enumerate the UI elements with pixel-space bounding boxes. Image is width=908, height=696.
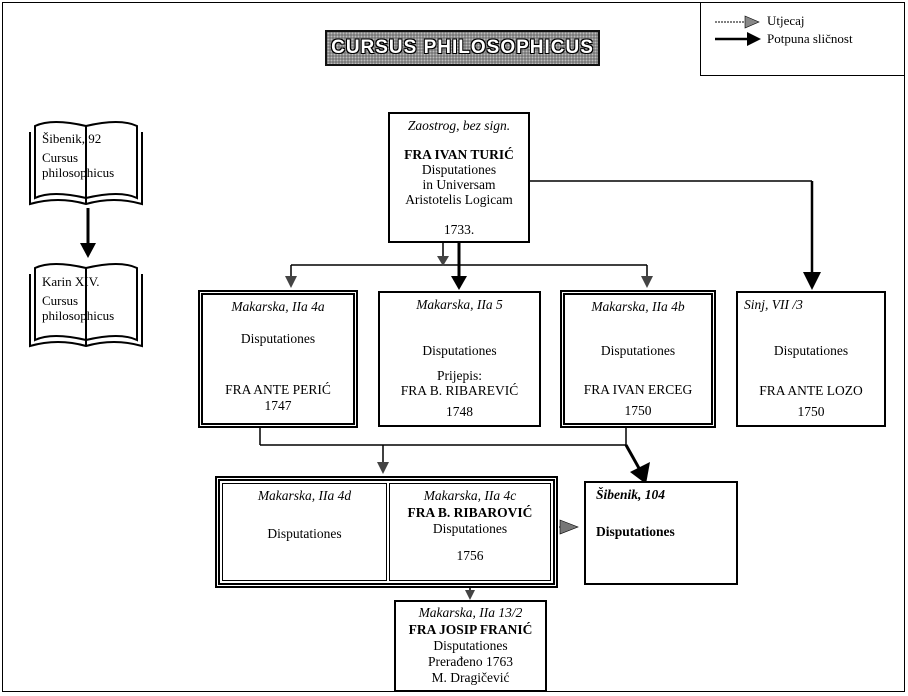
node-author: FRA IVAN ERCEG: [583, 382, 693, 397]
node-title: Disputationes: [773, 343, 849, 358]
node-sinj: Sinj, VII /3 Disputationes FRA ANTE LOZO…: [736, 291, 886, 427]
arrowhead-sib104: [630, 462, 650, 484]
book-label: Šibenik, 92: [42, 131, 102, 146]
node-title: Disputationes: [432, 521, 508, 536]
node-title: Disputationes: [596, 524, 675, 539]
book-icon-karin: [29, 263, 143, 348]
influence-arrow-icon: [744, 15, 760, 29]
node-year: 1733.: [443, 222, 475, 237]
node-location: Zaostrog, bez sign.: [407, 118, 511, 133]
node-year: 1750: [624, 403, 652, 418]
diagram-title: CURSUS PHILOSOPHICUS: [325, 30, 600, 66]
node-author: FRA B. RIBAREVIĆ: [400, 383, 519, 398]
node-author: FRA JOSIP FRANIĆ: [408, 622, 533, 637]
influence-arrow-sib104: [559, 519, 579, 535]
arrowhead-mak13: [465, 590, 475, 600]
book-label: Cursus: [42, 149, 79, 165]
legend-influence-label: Utjecaj: [767, 13, 805, 28]
arrowhead-book2: [80, 243, 96, 258]
title-text: CURSUS PHILOSOPHICUS: [331, 37, 594, 58]
similarity-arrow-icon: [747, 32, 761, 46]
arrowhead-sinj: [803, 272, 821, 290]
node-makarska-4d: Makarska, IIa 4d Disputationes: [222, 483, 387, 581]
node-location: Sinj, VII /3: [744, 297, 803, 312]
node-makarska-4c: Makarska, IIa 4c FRA B. RIBAROVIĆ Disput…: [389, 483, 551, 581]
node-location: Makarska, IIa 4b: [591, 299, 685, 314]
node-title: Disputationes: [433, 638, 508, 653]
node-year: 1756: [456, 548, 484, 563]
book-icon-sibenik92: [29, 121, 143, 206]
node-year: 1747: [264, 398, 292, 413]
node-title: Disputationes: [267, 526, 342, 541]
node-makarska-13-2: Makarska, IIa 13/2 FRA JOSIP FRANIĆ Disp…: [394, 600, 547, 692]
node-author: FRA B. RIBAROVIĆ: [407, 505, 533, 520]
book-label: Cursus: [42, 292, 79, 308]
node-text: in Universam: [422, 177, 496, 192]
node-text: Aristotelis Logicam: [405, 192, 513, 207]
legend: Utjecaj Potpuna sličnost: [700, 2, 905, 76]
node-year: 1748: [446, 404, 473, 419]
book-label: Karin XIV.: [42, 274, 100, 289]
node-makarska-4b: Makarska, IIa 4b Disputationes FRA IVAN …: [560, 290, 716, 428]
node-year: 1750: [797, 404, 825, 419]
arrowhead-mak4b: [641, 276, 653, 288]
node-author: FRA ANTE LOZO: [759, 383, 863, 398]
node-text: Prerađeno 1763: [427, 654, 514, 669]
node-zaostrog: Zaostrog, bez sign. FRA IVAN TURIĆ Dispu…: [388, 112, 530, 243]
node-sibenik-104: Šibenik, 104 Disputationes: [584, 481, 738, 585]
book-sibenik92: Šibenik, 92 Cursus philosophicus: [42, 131, 114, 181]
group-4d-4c: [215, 476, 558, 588]
node-location: Makarska, IIa 4a: [231, 299, 325, 314]
node-location: Makarska, IIa 4c: [423, 488, 517, 503]
legend-arrows: [715, 15, 761, 46]
node-location: Makarska, IIa 4d: [257, 488, 352, 503]
node-title: Disputationes: [421, 162, 497, 177]
book-label: philosophicus: [42, 308, 115, 324]
book-karin: Karin XIV. Cursus philosophicus: [42, 274, 114, 324]
node-text: M. Dragičević: [431, 670, 510, 685]
arrowhead-mak4d4c: [377, 462, 389, 474]
arrowhead-mak5: [451, 276, 467, 290]
node-author: FRA ANTE PERIĆ: [225, 382, 331, 397]
book-label: philosophicus: [42, 165, 115, 181]
node-note: Prijepis:: [436, 368, 482, 383]
node-location: Makarska, IIa 13/2: [418, 605, 523, 620]
node-title: Disputationes: [600, 343, 676, 358]
node-location: Šibenik, 104: [596, 487, 666, 502]
node-location: Makarska, IIa 5: [416, 297, 503, 312]
node-makarska-4a: Makarska, IIa 4a Disputationes FRA ANTE …: [198, 290, 358, 428]
node-title: Disputationes: [240, 331, 316, 346]
arrowhead-mak4a: [285, 276, 297, 288]
node-author: FRA IVAN TURIĆ: [404, 147, 514, 162]
legend-similarity-label: Potpuna sličnost: [767, 31, 853, 46]
node-title: Disputationes: [422, 343, 497, 358]
node-makarska-5: Makarska, IIa 5 Disputationes Prijepis: …: [378, 291, 541, 427]
